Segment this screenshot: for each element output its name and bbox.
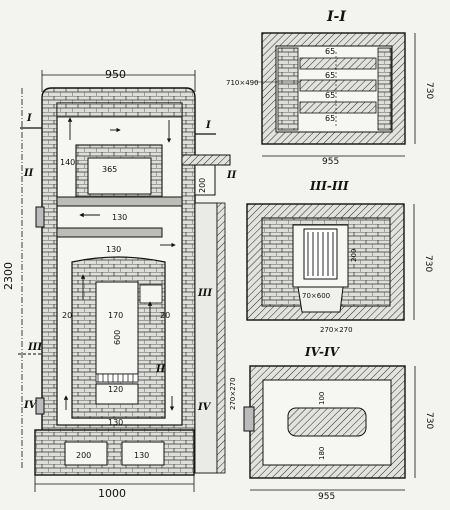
elevation-dimensions: 140 365 200 130 130 170 600 20 20 120 13… — [60, 158, 207, 460]
stove-base — [34, 429, 195, 476]
plan-1-width: 955 — [322, 157, 339, 167]
svg-text:200: 200 — [198, 178, 207, 193]
svg-text:130: 130 — [108, 418, 123, 427]
plan-1-height: 730 — [424, 82, 434, 99]
flue-pipe — [181, 154, 231, 166]
svg-text:120: 120 — [108, 385, 123, 394]
svg-text:170: 170 — [108, 311, 123, 320]
plan-1-note: 710×490 — [226, 79, 259, 87]
svg-text:I: I — [205, 120, 211, 131]
svg-text:III: III — [27, 342, 42, 353]
damper-handle — [35, 206, 45, 228]
base-opening-left — [64, 441, 108, 466]
firebox-chamber — [95, 281, 139, 375]
ash-pit — [95, 383, 139, 405]
svg-text:65: 65 — [325, 114, 335, 123]
plan-4-door — [243, 406, 255, 432]
top-width-label: 950 — [105, 68, 126, 81]
base-opening-right — [121, 441, 165, 466]
svg-text:200: 200 — [350, 249, 358, 262]
svg-text:20: 20 — [62, 311, 72, 320]
plan-4-channel — [287, 407, 367, 437]
svg-text:600: 600 — [113, 330, 122, 345]
plan-3-title: III-III — [309, 179, 349, 193]
plan-section-3: III-III 200 70×600 270×270 730 — [246, 179, 433, 334]
svg-text:III: III — [197, 288, 212, 299]
svg-text:65: 65 — [325, 91, 335, 100]
cleanout-handle — [35, 397, 45, 415]
svg-text:IV: IV — [197, 402, 212, 413]
elevation-section: 950 2300 1000 — [2, 68, 237, 500]
svg-text:100: 100 — [318, 392, 326, 405]
gas-flow-arrows — [63, 117, 176, 411]
svg-text:20: 20 — [160, 311, 170, 320]
svg-text:130: 130 — [106, 245, 121, 254]
svg-text:II: II — [226, 170, 237, 181]
middle-shelf-slab — [56, 227, 163, 238]
svg-text:130: 130 — [134, 451, 149, 460]
chimney-wall — [194, 202, 218, 474]
plan-section-4: IV-IV 270×270 100 180 955 730 — [229, 345, 434, 502]
svg-text:IV: IV — [23, 400, 38, 411]
svg-text:70×600: 70×600 — [302, 292, 330, 300]
svg-text:65: 65 — [325, 71, 335, 80]
upper-shelf-slab — [56, 196, 183, 207]
plan-section-1: I-I 65 65 65 65 710×490 955 730 — [226, 9, 434, 167]
svg-text:270×270: 270×270 — [229, 377, 237, 410]
svg-text:65: 65 — [325, 47, 335, 56]
height-label: 2300 — [2, 262, 15, 290]
plan-4-height: 730 — [424, 412, 434, 429]
svg-text:365: 365 — [102, 165, 117, 174]
section-marks: I I II II III III II IV IV — [18, 113, 237, 413]
svg-text:180: 180 — [318, 447, 326, 460]
plan-4-title: IV-IV — [304, 345, 341, 359]
svg-text:270×270: 270×270 — [320, 326, 353, 334]
grate-bars — [95, 373, 139, 383]
plan-1-title: I-I — [326, 9, 346, 25]
grate-plan — [303, 228, 338, 280]
plan-4-width: 955 — [318, 492, 335, 502]
svg-text:140: 140 — [60, 158, 75, 167]
svg-text:II: II — [23, 168, 34, 179]
svg-text:II: II — [155, 364, 166, 375]
svg-text:730: 730 — [423, 255, 433, 272]
svg-text:200: 200 — [76, 451, 91, 460]
svg-text:130: 130 — [112, 213, 127, 222]
svg-text:I: I — [26, 113, 32, 124]
bottom-width-label: 1000 — [98, 487, 126, 500]
